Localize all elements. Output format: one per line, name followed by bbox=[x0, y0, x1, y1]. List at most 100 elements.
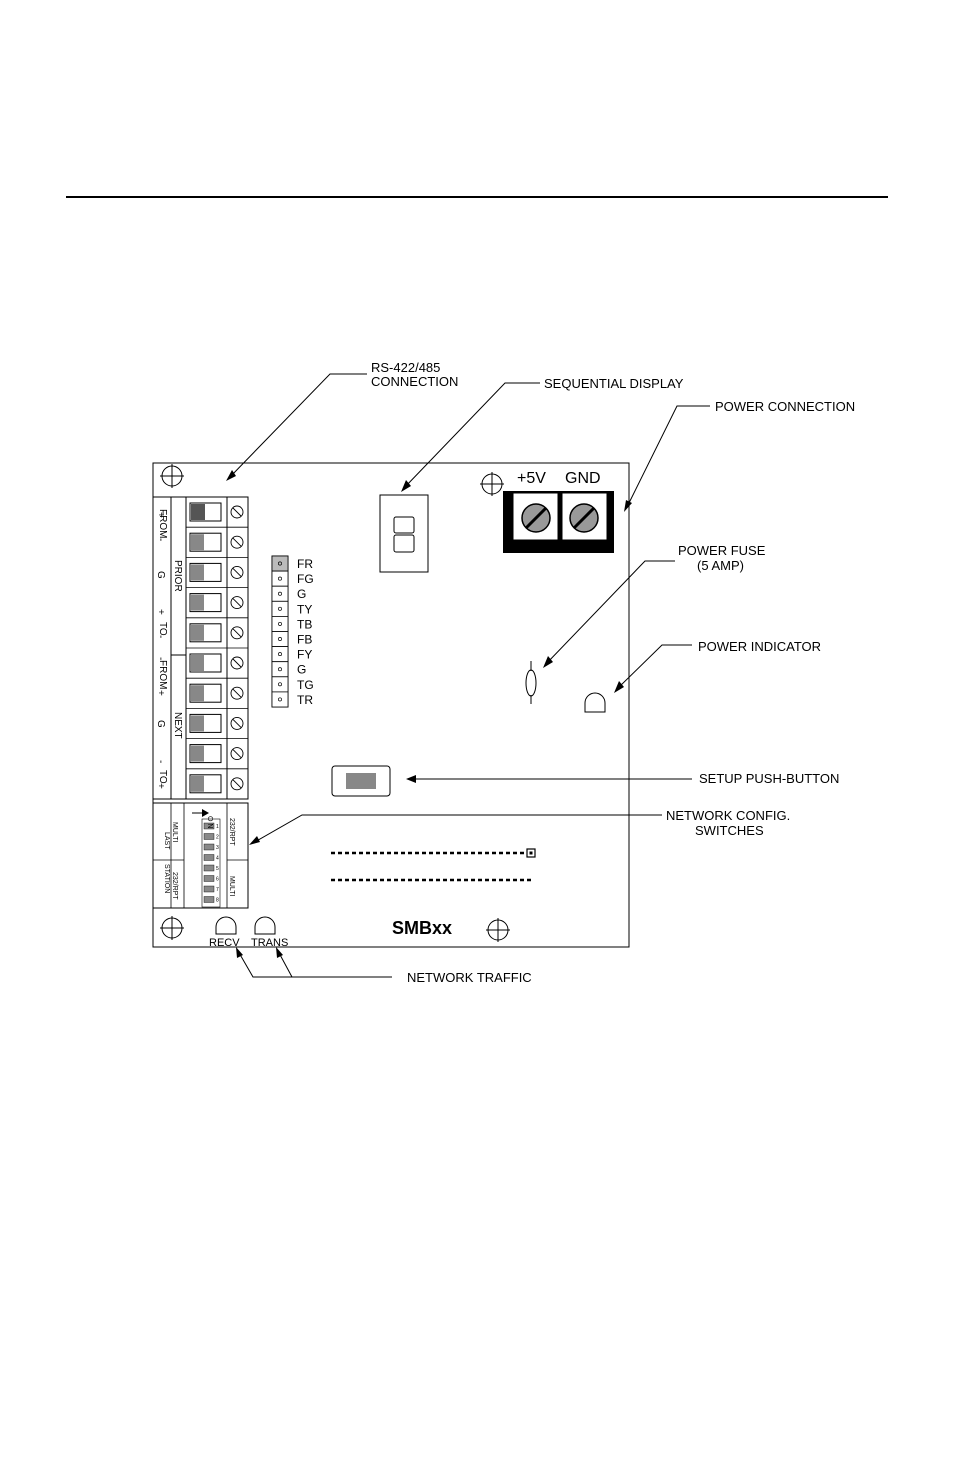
pin-5 bbox=[271, 616, 289, 632]
dip-on-label: O N bbox=[206, 816, 213, 828]
label-next-to: TO bbox=[157, 770, 168, 784]
dip-number: 7 bbox=[216, 887, 219, 893]
label-next-to-minus: - bbox=[155, 760, 166, 763]
label-prior-to-plus: + bbox=[155, 609, 166, 615]
recv-label: RECV bbox=[209, 937, 240, 949]
callout-rs422-line2: CONNECTION bbox=[371, 374, 458, 389]
pin-label: TG bbox=[297, 678, 314, 692]
terminal-2 bbox=[186, 532, 248, 558]
pin-label: G bbox=[297, 587, 306, 601]
dip-number: 5 bbox=[216, 866, 219, 872]
label-next-from-plus: + bbox=[155, 690, 166, 696]
pin-2 bbox=[271, 570, 289, 587]
network-config-switches: 1 2 3 4 5 6 7 8 bbox=[152, 802, 249, 909]
leader-power-indicator bbox=[616, 644, 692, 690]
pin-label: G bbox=[297, 663, 306, 677]
pin-label: FY bbox=[297, 648, 312, 662]
dip-switch-2[interactable]: 2 bbox=[203, 833, 219, 841]
dip-switch-5[interactable]: 5 bbox=[203, 864, 219, 872]
power-gnd-label: GND bbox=[565, 470, 601, 487]
trans-led bbox=[254, 916, 276, 935]
terminal-5 bbox=[186, 623, 248, 649]
leader-power-connection bbox=[626, 405, 710, 508]
dip-multi-right: MULTI bbox=[228, 876, 235, 897]
label-prior: PRIOR bbox=[172, 560, 183, 592]
pin-label: TB bbox=[297, 617, 312, 631]
dip-number: 2 bbox=[216, 835, 219, 841]
dip-number: 4 bbox=[216, 856, 219, 862]
mounting-hole-top-left-icon bbox=[160, 464, 184, 488]
dip-switch-3[interactable]: 3 bbox=[203, 843, 219, 851]
label-next: NEXT bbox=[172, 712, 183, 739]
pin-10 bbox=[271, 691, 289, 708]
callout-power-connection: POWER CONNECTION bbox=[715, 399, 855, 414]
callout-network-traffic: NETWORK TRAFFIC bbox=[407, 970, 532, 985]
arrowhead-power-indicator bbox=[614, 681, 624, 693]
power-plus-label: +5V bbox=[517, 470, 546, 487]
arrowhead-network-traffic-recv bbox=[236, 947, 243, 958]
dip-switch-6[interactable]: 6 bbox=[203, 875, 219, 883]
dip-station: STATION bbox=[163, 864, 170, 893]
pin-header bbox=[271, 555, 289, 708]
dip-arrow-icon bbox=[192, 809, 209, 817]
label-next-from-minus: - bbox=[155, 657, 166, 660]
pin-label: TY bbox=[297, 602, 312, 616]
terminal-1 bbox=[186, 502, 248, 528]
recv-led bbox=[215, 916, 237, 935]
mounting-hole-bottom-left-icon bbox=[160, 916, 184, 940]
label-prior-from-plus: + bbox=[155, 512, 166, 518]
label-next-to-plus: + bbox=[155, 783, 166, 789]
label-next-from: FROM bbox=[157, 660, 168, 689]
callout-network-config-line2: SWITCHES bbox=[695, 823, 764, 838]
pin-label: FG bbox=[297, 572, 314, 586]
dip-rpt-left: 232/RPT bbox=[171, 872, 178, 900]
pin-9 bbox=[271, 676, 289, 693]
power-screw-plus-icon bbox=[521, 503, 551, 533]
power-screw-gnd-icon bbox=[569, 503, 599, 533]
terminal-8 bbox=[186, 713, 248, 739]
dip-rpt-right: 232/RPT bbox=[228, 818, 235, 846]
dip-number: 1 bbox=[216, 824, 219, 830]
terminal-10 bbox=[186, 774, 248, 800]
seven-segment-digit-icon bbox=[393, 516, 415, 553]
power-fuse-icon bbox=[525, 661, 537, 704]
dip-number: 3 bbox=[216, 845, 219, 851]
dip-switch-8[interactable]: 8 bbox=[203, 896, 219, 904]
mounting-hole-bottom-right-icon bbox=[486, 918, 510, 942]
pin-1 bbox=[271, 555, 289, 572]
callout-rs422-line1: RS-422/485 bbox=[371, 360, 440, 375]
dip-switch-1[interactable]: 1 bbox=[203, 822, 219, 830]
leader-sequential-display bbox=[403, 382, 540, 489]
pin-8 bbox=[271, 661, 289, 678]
callout-power-fuse-line2: (5 AMP) bbox=[697, 558, 744, 573]
leader-power-fuse bbox=[545, 560, 675, 665]
leader-network-config bbox=[252, 814, 662, 844]
callout-power-fuse-line1: POWER FUSE bbox=[678, 543, 766, 558]
label-prior-g: G bbox=[155, 571, 166, 579]
label-prior-from-minus: - bbox=[155, 538, 166, 541]
label-prior-to: TO bbox=[157, 622, 168, 636]
arrowhead-sequential-display bbox=[401, 480, 411, 492]
power-indicator-led bbox=[584, 692, 606, 713]
dip-last: LAST bbox=[163, 832, 170, 850]
dip-number: 6 bbox=[216, 877, 219, 883]
dip-switch-7[interactable]: 7 bbox=[203, 885, 219, 893]
arrowhead-rs422 bbox=[226, 470, 236, 481]
terminal-7 bbox=[186, 683, 248, 709]
trace-end-pad-dot bbox=[529, 851, 533, 855]
pin-6 bbox=[271, 631, 289, 648]
label-next-g: G bbox=[155, 720, 166, 728]
pin-label: FR bbox=[297, 557, 313, 571]
dip-multi-left: MULTI bbox=[171, 822, 178, 843]
dip-switch-4[interactable]: 4 bbox=[203, 854, 219, 862]
mounting-hole-top-right-icon bbox=[480, 472, 504, 496]
setup-push-button-cap bbox=[346, 773, 376, 789]
trans-label: TRANS bbox=[251, 937, 288, 949]
terminal-9 bbox=[186, 744, 248, 770]
arrowhead-network-config bbox=[249, 836, 260, 845]
terminal-4 bbox=[186, 593, 248, 619]
pin-3 bbox=[271, 585, 289, 602]
callout-setup-push-button: SETUP PUSH-BUTTON bbox=[699, 771, 839, 786]
pin-7 bbox=[271, 646, 289, 663]
